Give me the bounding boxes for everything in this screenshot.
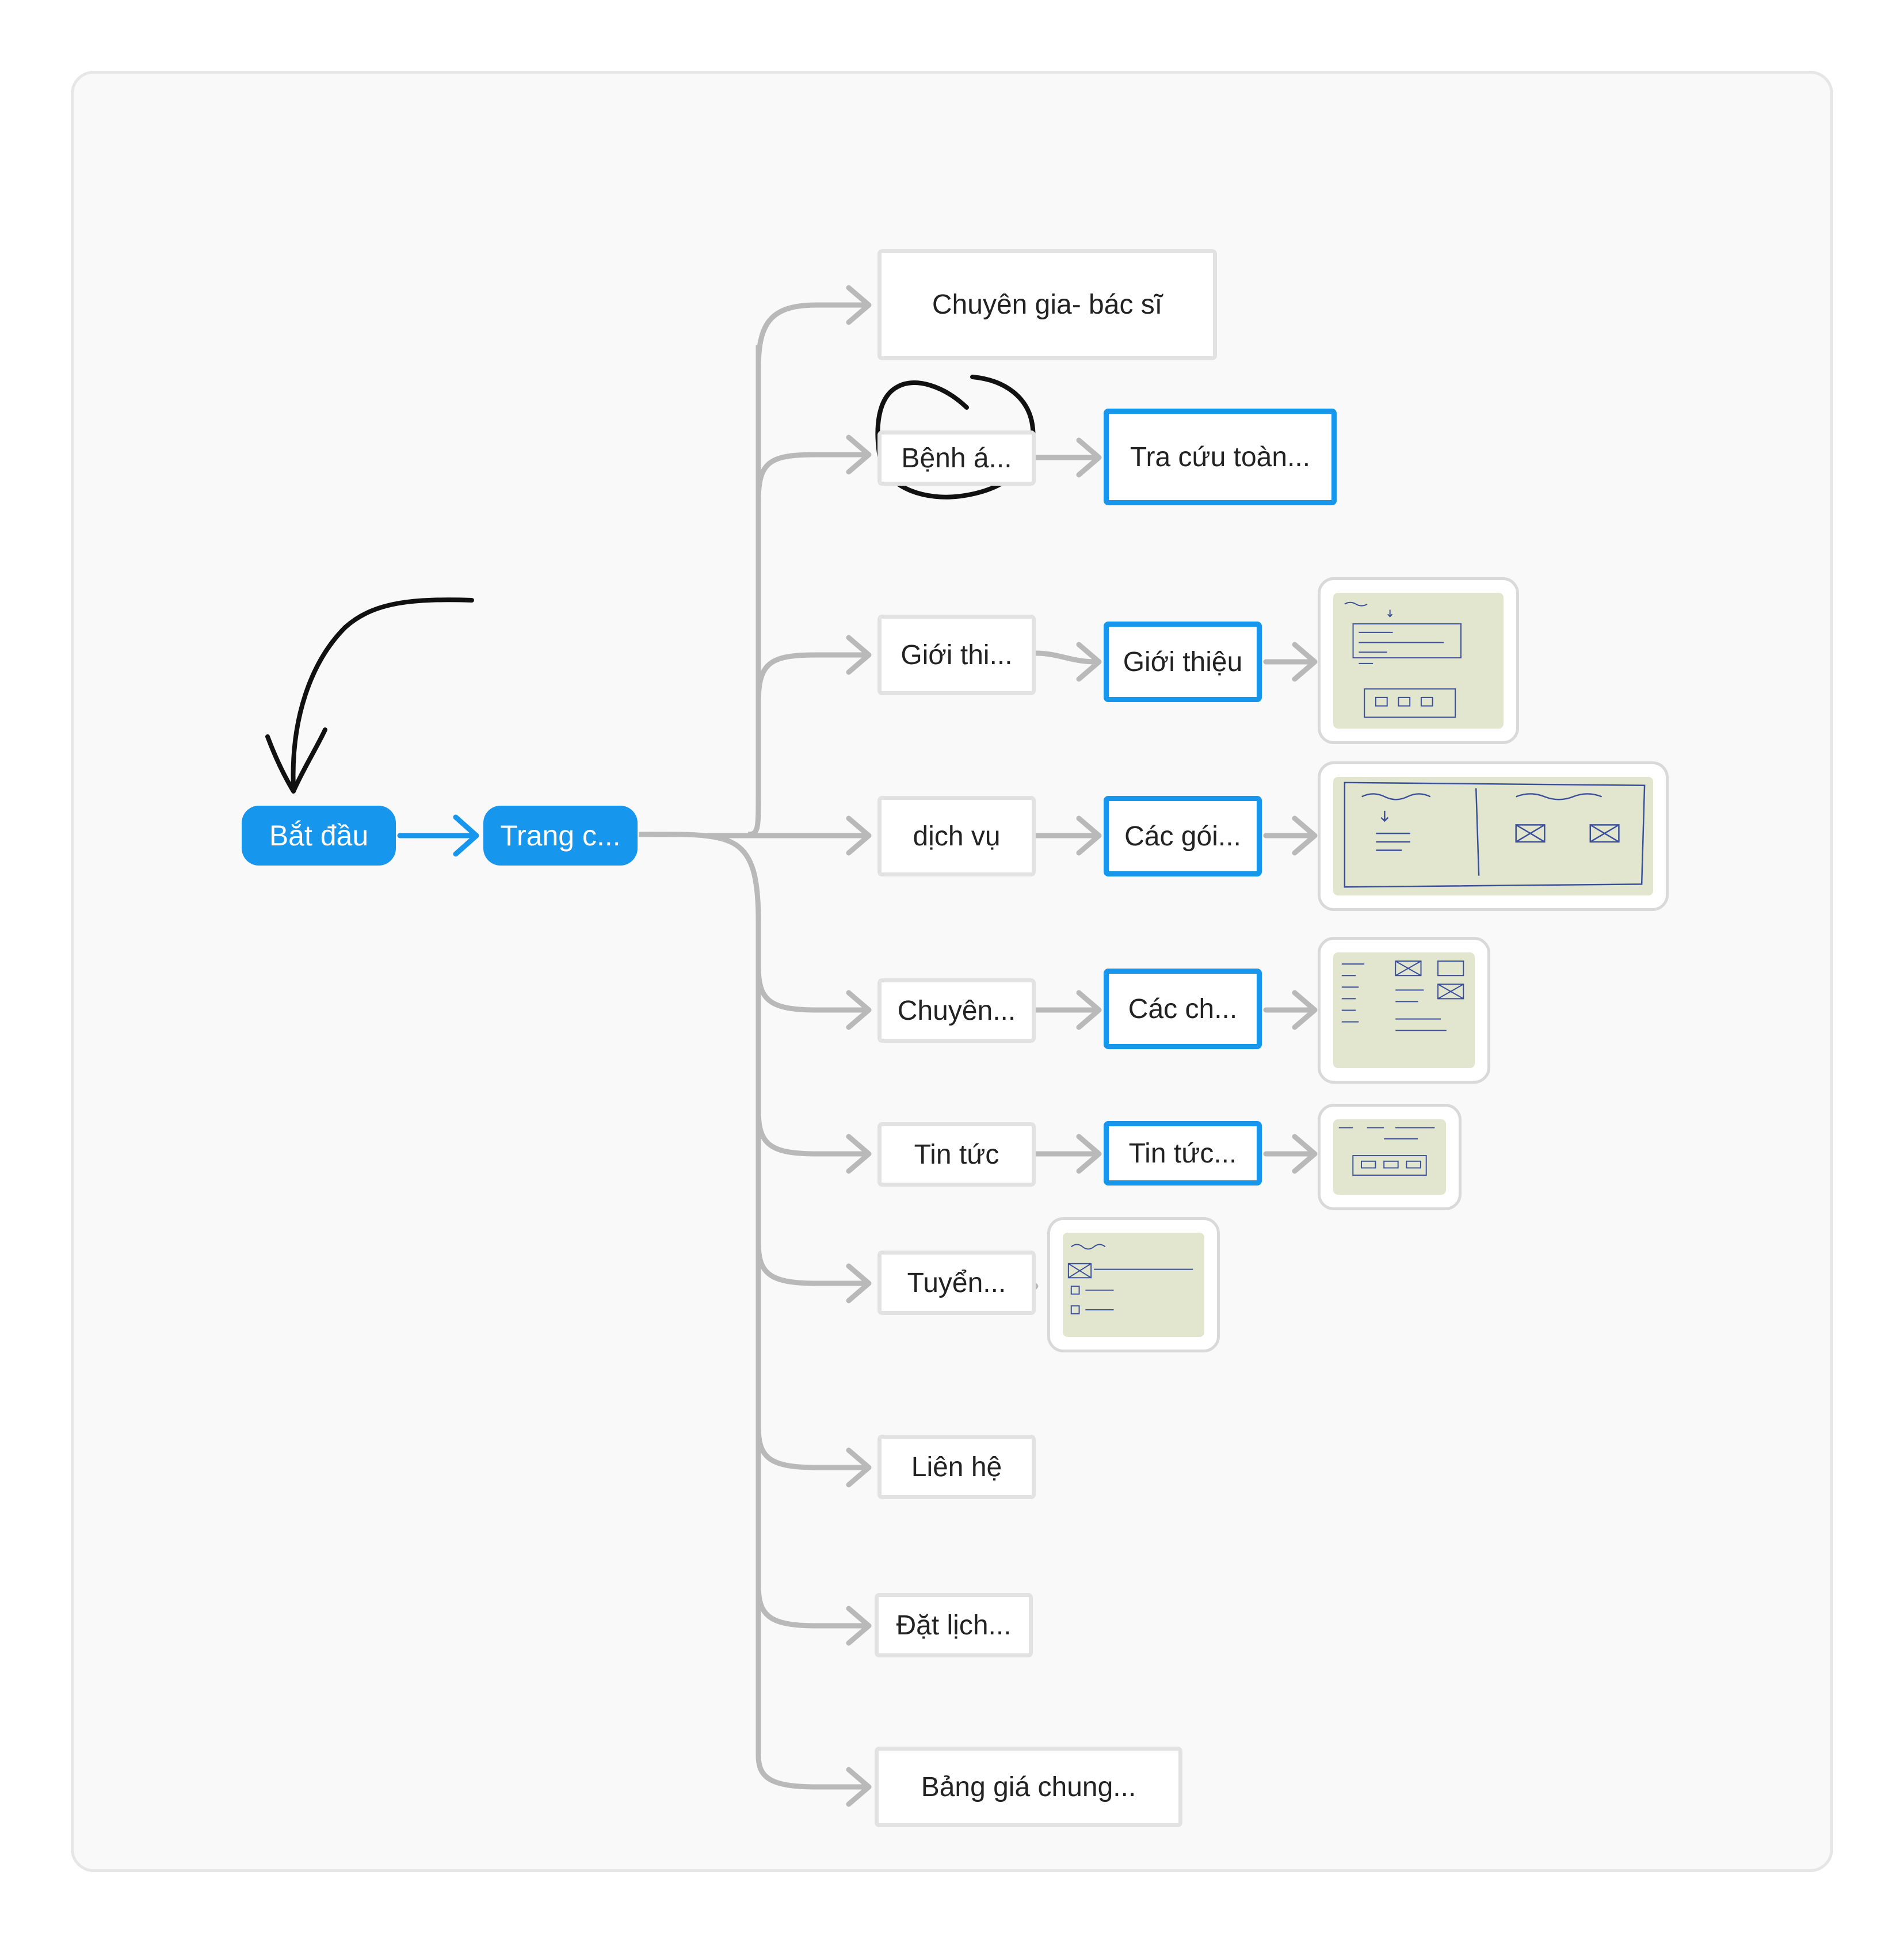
branch-experts bbox=[756, 285, 872, 371]
sketch-photo bbox=[1333, 777, 1653, 895]
intro-page-node[interactable]: Giới thiệu bbox=[1104, 622, 1262, 702]
intro-node-label: Giới thi... bbox=[901, 639, 1013, 670]
link-specialty-sketch bbox=[1263, 990, 1318, 1030]
news-node[interactable]: Tin tức bbox=[877, 1122, 1036, 1187]
records-node[interactable]: Bệnh á... bbox=[877, 430, 1036, 486]
intro-sketch-thumbnail[interactable] bbox=[1318, 577, 1519, 744]
service-packages-node-label: Các gói... bbox=[1124, 821, 1241, 852]
branch-booking bbox=[756, 1583, 872, 1646]
contact-node[interactable]: Liên hệ bbox=[877, 1435, 1036, 1499]
sketch-photo bbox=[1063, 1233, 1204, 1337]
intro-node[interactable]: Giới thi... bbox=[877, 615, 1036, 695]
link-records-lookup bbox=[1033, 437, 1102, 478]
branch-intro bbox=[756, 635, 872, 705]
specialty-sketch-thumbnail[interactable] bbox=[1318, 937, 1490, 1084]
ink-arrow-head bbox=[265, 727, 327, 794]
connector-trunk bbox=[638, 832, 761, 1755]
branch-pricing bbox=[756, 1752, 872, 1807]
recruitment-node[interactable]: Tuyển... bbox=[877, 1251, 1036, 1315]
start-node-label: Bắt đầu bbox=[269, 819, 369, 852]
records-node-label: Bệnh á... bbox=[901, 443, 1012, 474]
booking-node-label: Đặt lịch... bbox=[896, 1610, 1012, 1641]
records-lookup-node-label: Tra cứu toàn... bbox=[1130, 441, 1311, 472]
news-node-label: Tin tức bbox=[914, 1139, 999, 1170]
branch-specialties bbox=[756, 964, 872, 1030]
service-packages-node[interactable]: Các gói... bbox=[1104, 796, 1262, 876]
sketch-drawing bbox=[1341, 960, 1464, 1031]
experts-node[interactable]: Chuyên gia- bác sĩ bbox=[877, 249, 1217, 360]
link-intro-page bbox=[1033, 642, 1102, 682]
home-node-label: Trang c... bbox=[500, 819, 621, 852]
branch-services bbox=[705, 815, 872, 856]
specialties-node[interactable]: Chuyên... bbox=[877, 978, 1036, 1043]
news-page-node[interactable]: Tin tức... bbox=[1104, 1121, 1262, 1186]
sketch-drawing bbox=[1338, 1127, 1435, 1176]
whiteboard-canvas bbox=[71, 71, 1833, 1872]
sketch-photo bbox=[1333, 952, 1475, 1068]
start-node[interactable]: Bắt đầu bbox=[242, 806, 396, 866]
link-news-page bbox=[1033, 1134, 1102, 1174]
specialties-node-label: Chuyên... bbox=[897, 995, 1016, 1026]
ink-arrow-curve bbox=[291, 597, 474, 791]
contact-node-label: Liên hệ bbox=[911, 1451, 1002, 1482]
sketch-drawing bbox=[1344, 601, 1462, 718]
booking-node[interactable]: Đặt lịch... bbox=[875, 1593, 1033, 1657]
ink-circle bbox=[875, 375, 1036, 500]
specialty-list-node[interactable]: Các ch... bbox=[1104, 969, 1262, 1049]
pricing-node-label: Bảng giá chung... bbox=[921, 1771, 1136, 1802]
recruitment-node-label: Tuyển... bbox=[907, 1267, 1006, 1298]
link-specialty-list bbox=[1033, 990, 1102, 1030]
branch-news bbox=[756, 1108, 872, 1174]
home-node[interactable]: Trang c... bbox=[483, 806, 638, 866]
link-intro-sketch bbox=[1263, 642, 1318, 682]
experts-node-label: Chuyên gia- bác sĩ bbox=[932, 289, 1163, 320]
link-start-home bbox=[397, 814, 479, 857]
branch-contact bbox=[756, 1424, 872, 1488]
link-packages-sketch bbox=[1263, 815, 1318, 856]
packages-sketch-thumbnail[interactable] bbox=[1318, 761, 1669, 911]
branch-recruitment bbox=[756, 1240, 872, 1303]
sketch-drawing bbox=[1067, 1244, 1193, 1314]
services-node[interactable]: dịch vụ bbox=[877, 796, 1036, 876]
link-services-packages bbox=[1033, 815, 1102, 856]
link-news-sketch bbox=[1263, 1134, 1318, 1174]
specialty-list-node-label: Các ch... bbox=[1128, 993, 1238, 1024]
sketch-drawing bbox=[1344, 782, 1646, 888]
connector-trunk-up bbox=[747, 345, 761, 837]
intro-page-node-label: Giới thiệu bbox=[1123, 646, 1243, 677]
sketch-photo bbox=[1333, 1119, 1446, 1195]
pricing-node[interactable]: Bảng giá chung... bbox=[875, 1747, 1182, 1827]
services-node-label: dịch vụ bbox=[913, 821, 1001, 852]
news-sketch-thumbnail[interactable] bbox=[1318, 1104, 1462, 1210]
sketch-photo bbox=[1333, 593, 1504, 729]
recruitment-sketch-thumbnail[interactable] bbox=[1047, 1217, 1220, 1352]
branch-records bbox=[756, 434, 872, 504]
news-page-node-label: Tin tức... bbox=[1128, 1138, 1237, 1169]
records-lookup-node[interactable]: Tra cứu toàn... bbox=[1104, 409, 1337, 505]
